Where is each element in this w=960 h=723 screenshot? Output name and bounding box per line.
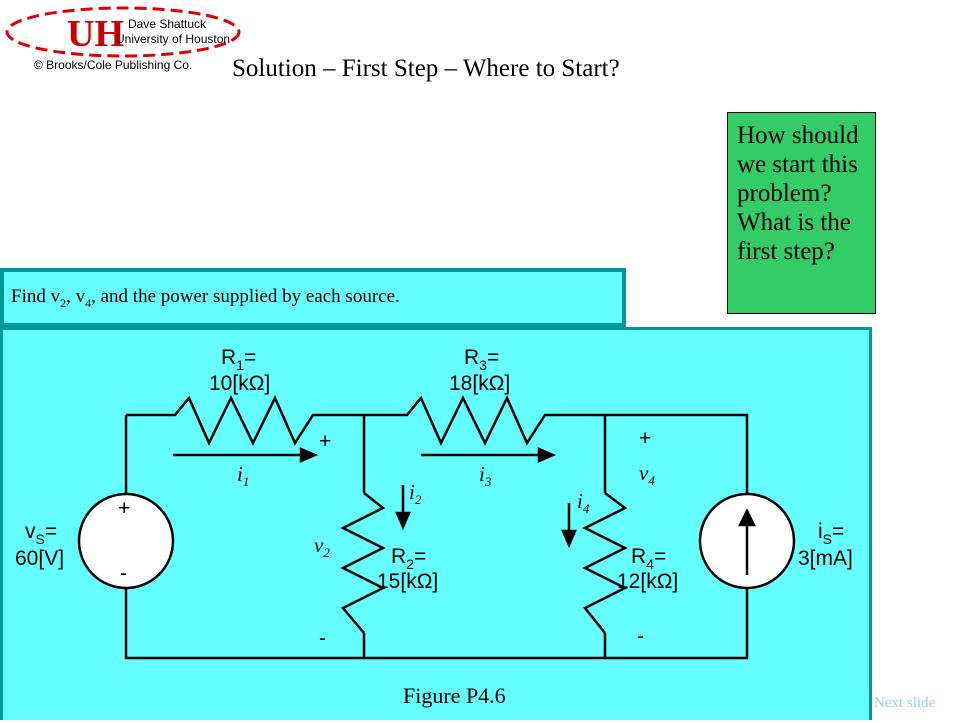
is-value: 3[mA] [798,547,853,570]
i2-arrowhead [395,511,411,531]
v4-label: v4 [639,461,655,488]
i4-label: i4 [577,489,590,516]
question-box: How should we start this problem? What i… [727,112,876,314]
vs-label: vS= [25,520,57,547]
i3-label: i3 [479,462,492,489]
slide-title: Solution – First Step – Where to Start? [232,55,620,82]
question-line: first step? [737,238,835,265]
vs-plus: + [118,497,130,520]
resistor-r1-zigzag [126,395,364,446]
logo-monogram: UH [67,13,124,55]
vs-value: 60[V] [15,547,64,570]
voltage-source-symbol [77,492,175,590]
circuit-panel: R1= 10[kΩ] R3= 18[kΩ] R2= 15[kΩ] R4= 12[… [0,327,872,720]
r3-label: R3= [464,346,499,373]
resistor-r4-zigzag [582,492,628,634]
question-line: What is the [737,209,851,236]
logo-name: Dave Shattuck [128,17,207,31]
r1-label: R1= [221,346,256,373]
problem-mid: , v [66,286,86,307]
logo-university: University of Houston [116,32,230,46]
v2-minus: - [319,627,326,650]
v2-plus: + [319,430,331,453]
r2-value: 15[kΩ] [377,570,438,593]
problem-v4-sub: 4 [85,295,92,310]
resistor-r3-zigzag [364,395,605,446]
vs-minus: - [120,562,127,585]
question-line: How should [737,122,859,149]
i1-arrowhead [299,447,319,463]
r4-label: R4= [631,545,666,572]
question-line: problem? [737,180,832,207]
university-logo: UH Dave Shattuck University of Houston ©… [5,6,241,72]
v2-label: v2 [314,533,330,560]
i1-label: i1 [237,462,249,489]
problem-prefix: Find v [11,286,61,307]
v4-plus: + [639,427,651,450]
r1-value: 10[kΩ] [209,372,270,395]
question-line: we start this [737,151,858,178]
is-label: iS= [818,520,844,547]
problem-suffix: , and the power supplied by each source. [91,286,400,307]
i3-arrowhead [537,447,557,463]
r2-label: R2= [391,545,426,572]
figure-caption: Figure P4.6 [403,683,506,708]
resistor-r2-zigzag [340,492,386,634]
wire [124,413,749,660]
r4-value: 12[kΩ] [617,570,678,593]
problem-statement: Find v2, v4, and the power supplied by e… [0,268,626,327]
next-slide-link[interactable]: Next slide [874,695,936,711]
copyright-text: © Brooks/Cole Publishing Co. [34,58,192,72]
problem-v2-sub: 2 [60,295,67,310]
v4-minus: - [637,625,644,648]
r3-value: 18[kΩ] [449,372,510,395]
current-source-arrowhead [737,508,757,527]
i4-arrowhead [561,529,577,549]
i2-label: i2 [409,480,422,507]
circuit-diagram: R1= 10[kΩ] R3= 18[kΩ] R2= 15[kΩ] R4= 12[… [15,346,853,708]
